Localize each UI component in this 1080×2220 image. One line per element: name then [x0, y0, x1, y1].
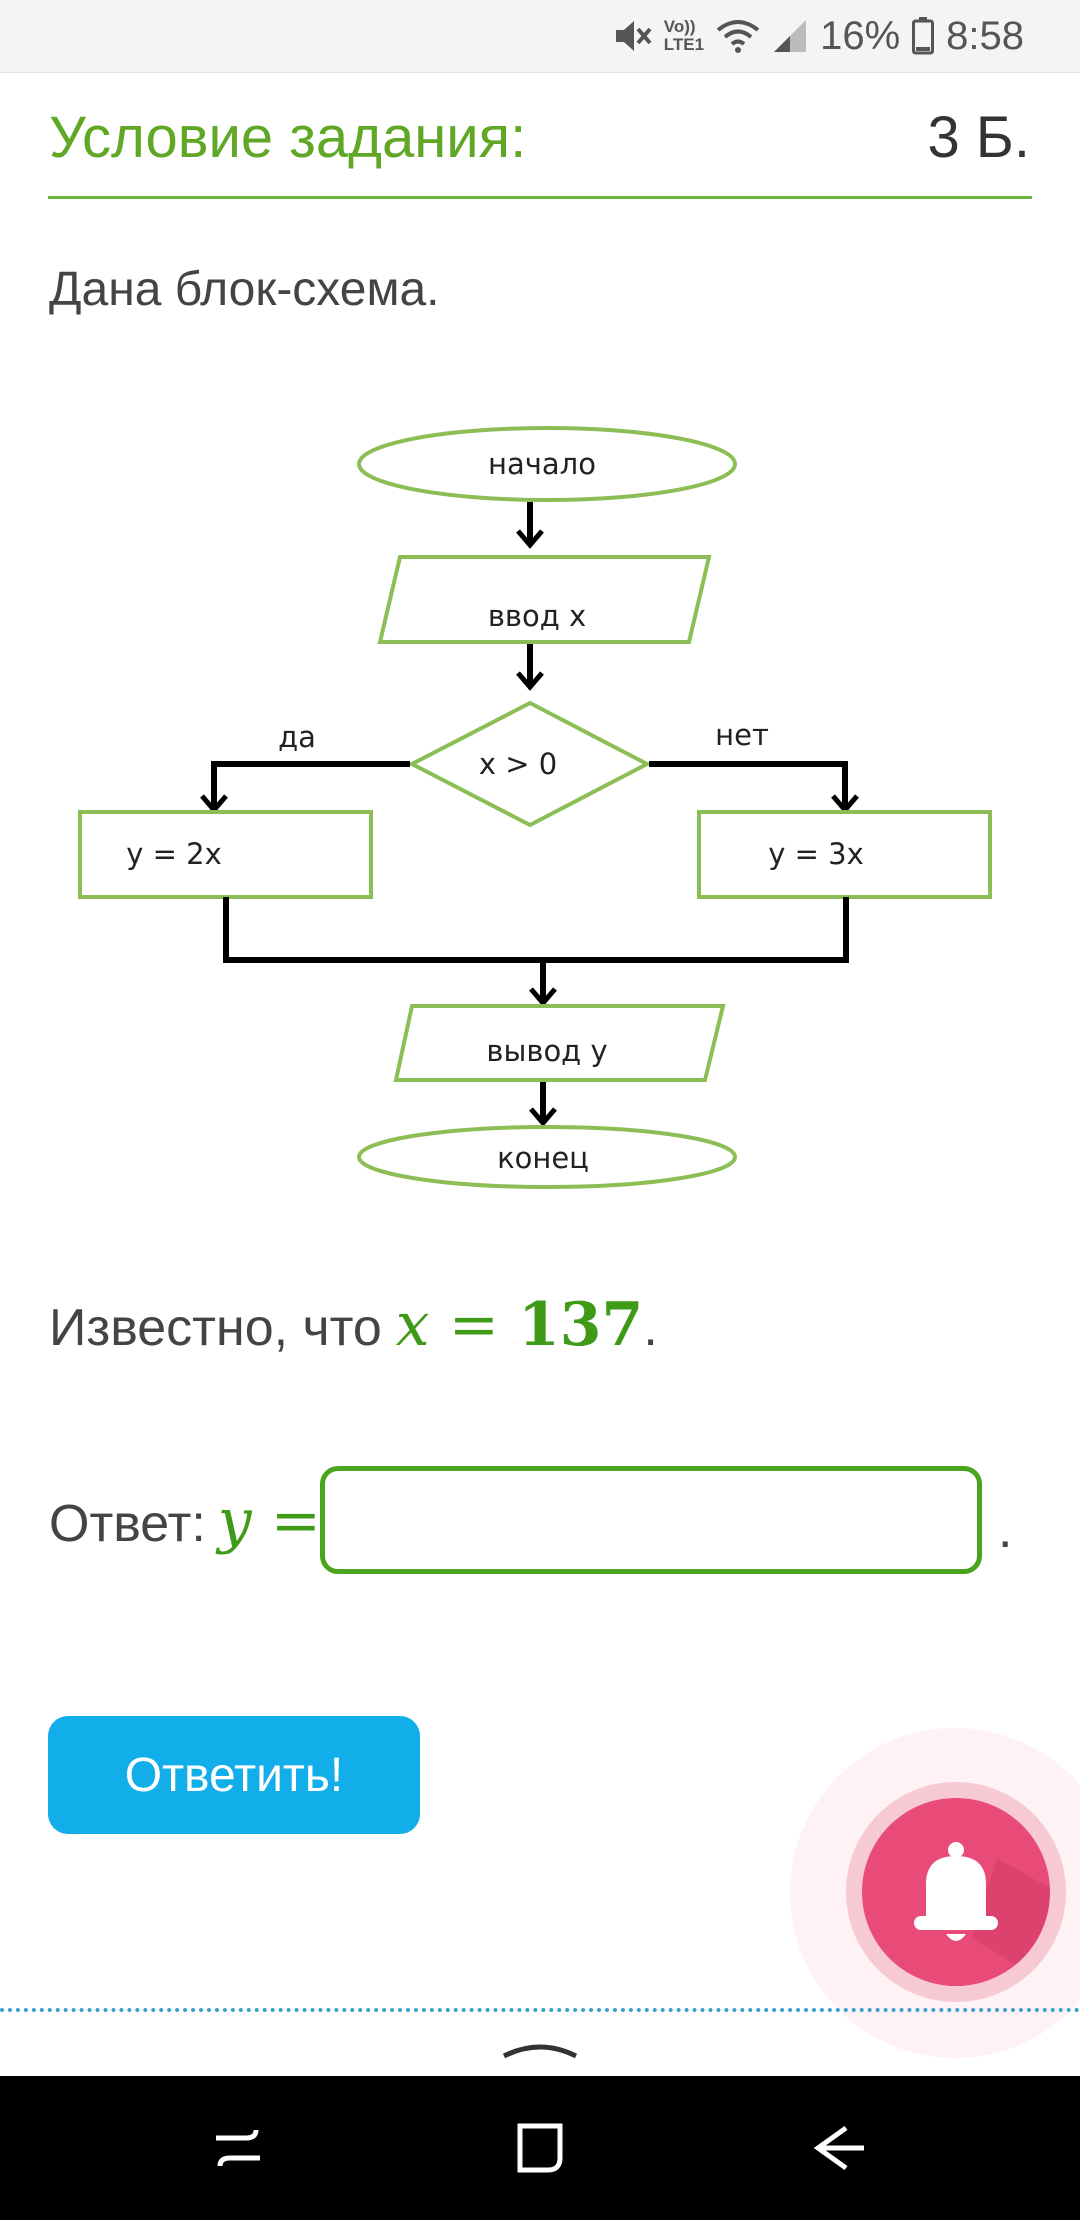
arrow-merge — [223, 897, 849, 963]
arrow-condition-no — [649, 761, 848, 808]
arrowhead-output — [529, 987, 557, 1007]
flowchart-condition-label: x > 0 — [479, 747, 557, 781]
task-title: Условие задания: — [49, 105, 527, 170]
arrowhead-start-input — [516, 529, 544, 549]
flowchart-start-label: начало — [488, 447, 596, 481]
flowchart-no-action-label: y = 3x — [768, 837, 864, 871]
known-variable: x — [395, 1290, 430, 1360]
task-points: 3 Б. — [927, 105, 1030, 170]
network-type-label: Vo)) LTE1 — [664, 18, 704, 54]
arrow-condition-yes — [211, 761, 410, 808]
answer-equals: = — [270, 1486, 322, 1556]
recent-apps-icon[interactable] — [206, 2116, 270, 2180]
notification-button-inner — [862, 1798, 1050, 1986]
back-icon[interactable] — [808, 2116, 872, 2180]
known-value-line: Известно, что x = 137. — [49, 1290, 658, 1360]
answer-math: y = — [218, 1486, 321, 1556]
status-bar: Vo)) LTE1 16% 8:58 — [0, 0, 1080, 73]
navigation-bar — [0, 2076, 1080, 2220]
flowchart: начало ввод x x > 0 да нет y = 2x y = 3x… — [78, 426, 992, 1189]
known-suffix: . — [643, 1299, 658, 1357]
answer-prefix: Ответ: — [49, 1495, 206, 1553]
network-label-bottom: LTE1 — [663, 35, 705, 54]
flowchart-yes-label: да — [278, 720, 316, 754]
flowchart-yes-action-node: y = 2x — [78, 810, 373, 899]
answer-variable: y — [217, 1486, 252, 1556]
task-intro: Дана блок-схема. — [49, 263, 440, 316]
flowchart-input-label: ввод x — [488, 599, 586, 633]
network-label-top: Vo)) — [663, 17, 696, 36]
known-number: 137 — [518, 1290, 644, 1360]
arrowhead-input-condition — [516, 671, 544, 691]
wifi-icon — [716, 18, 760, 54]
chevron-up-icon[interactable] — [500, 2036, 580, 2060]
title-divider — [48, 196, 1032, 199]
known-prefix: Известно, что — [49, 1299, 382, 1357]
known-equals: = — [448, 1290, 499, 1360]
answer-label: Ответ: y = — [49, 1486, 321, 1556]
flowchart-output-label: вывод y — [486, 1034, 607, 1068]
flowchart-no-action-node: y = 3x — [697, 810, 992, 899]
notification-button[interactable] — [846, 1782, 1066, 2002]
flowchart-start-node: начало — [357, 426, 737, 502]
bell-icon — [914, 1842, 1050, 1986]
flowchart-output-node: вывод y — [393, 1004, 726, 1082]
signal-icon — [772, 18, 808, 54]
flowchart-input-node: ввод x — [377, 555, 712, 644]
flowchart-yes-action-label: y = 2x — [126, 837, 222, 871]
home-icon[interactable] — [508, 2116, 572, 2180]
answer-suffix: . — [998, 1501, 1013, 1559]
mute-icon — [612, 16, 652, 56]
flowchart-end-node: конец — [357, 1125, 737, 1189]
flowchart-no-label: нет — [715, 718, 769, 752]
battery-percent: 16% — [820, 13, 901, 58]
arrowhead-end — [529, 1107, 557, 1127]
status-icons: Vo)) LTE1 16% 8:58 — [612, 10, 1024, 62]
submit-button[interactable]: Ответить! — [48, 1716, 420, 1834]
battery-icon — [912, 17, 935, 55]
bottom-divider — [0, 2008, 1080, 2012]
answer-input[interactable] — [320, 1466, 982, 1574]
clock: 8:58 — [946, 13, 1024, 58]
known-math: x = 137. — [396, 1290, 658, 1360]
flowchart-condition-node: x > 0 — [407, 700, 652, 828]
flowchart-end-label: конец — [497, 1141, 589, 1175]
